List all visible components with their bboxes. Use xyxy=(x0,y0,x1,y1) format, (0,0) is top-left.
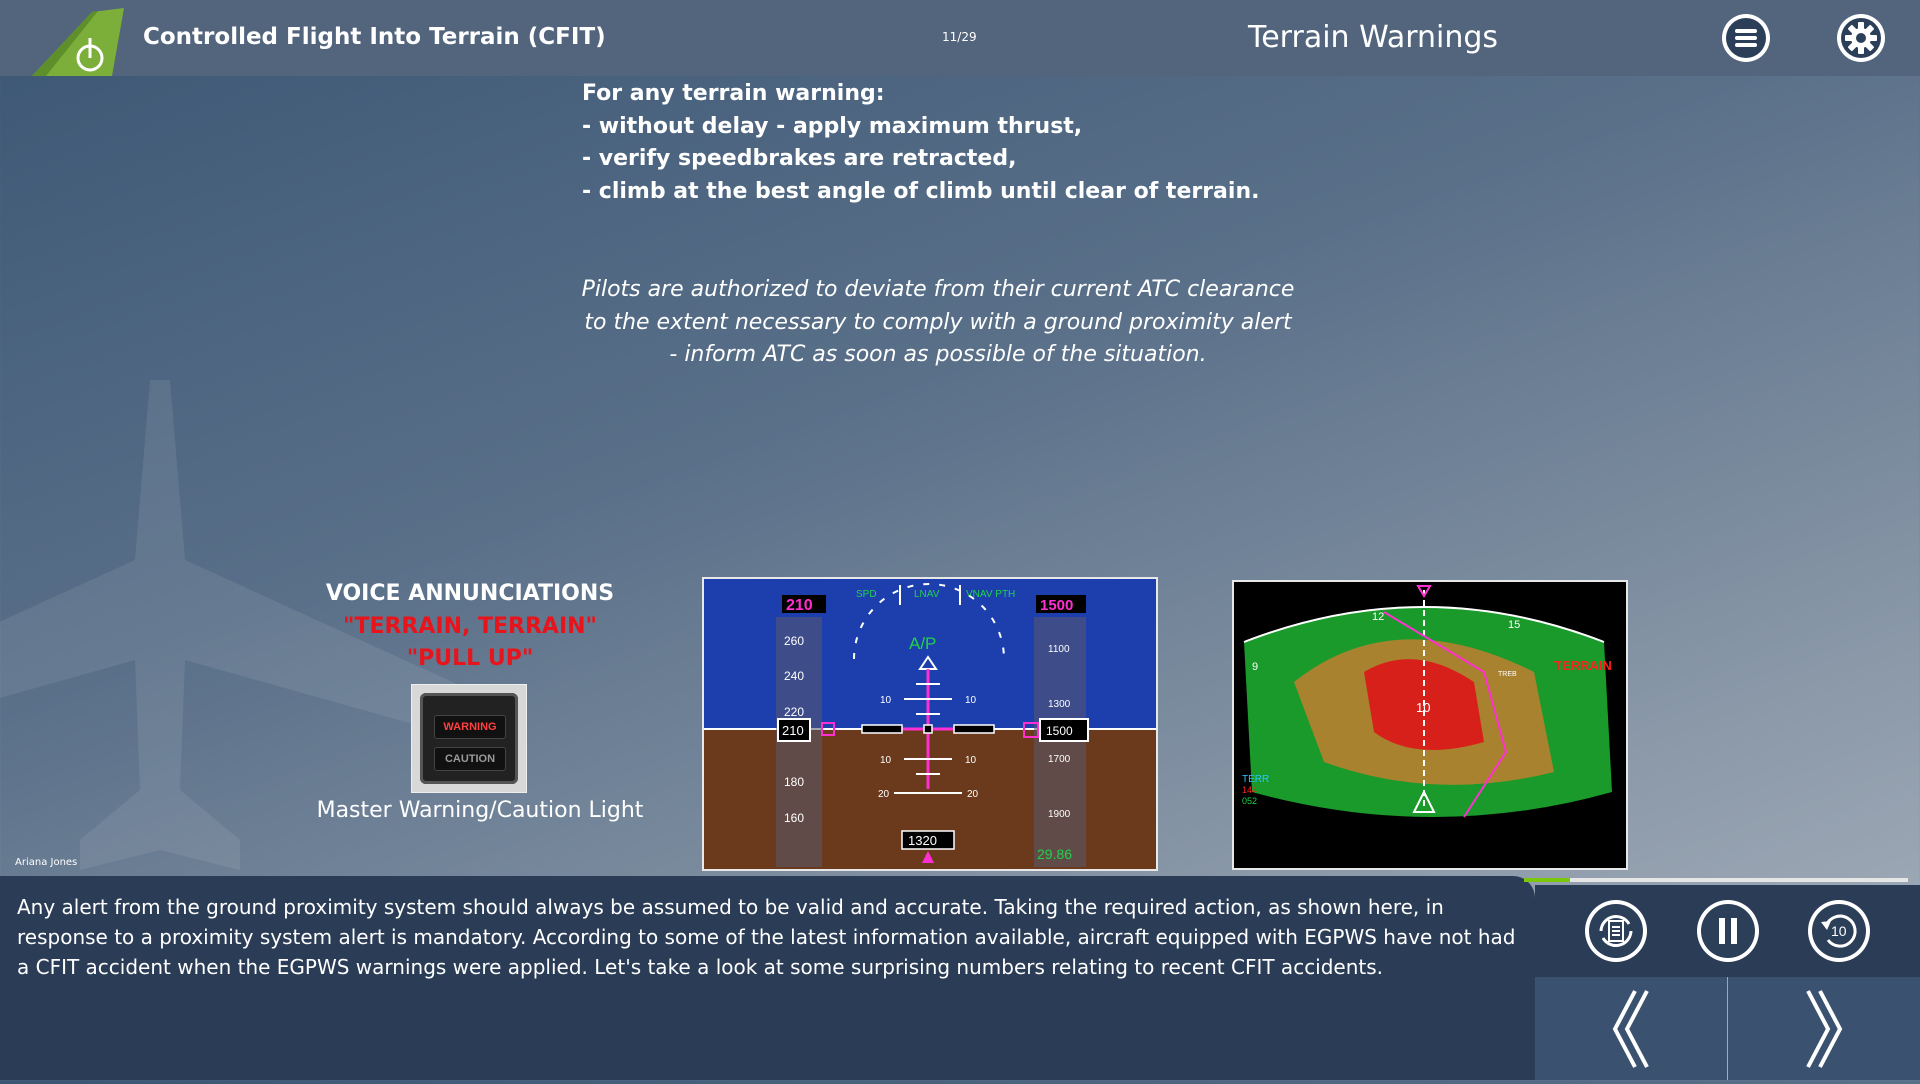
primary-flight-display-image: SPD LNAV VNAV PTH 210 260 240 220 180 16… xyxy=(702,577,1158,871)
pfd-speed-tick: 160 xyxy=(784,811,804,825)
chevron-right-icon xyxy=(1806,990,1843,1068)
pfd-pitch-tick: 10 xyxy=(965,695,977,706)
pfd-selected-speed: 210 xyxy=(786,597,813,614)
pfd-speed-tick: 260 xyxy=(784,634,804,648)
replay-10-icon: 10 xyxy=(1812,904,1866,958)
pfd-current-speed: 210 xyxy=(782,723,804,738)
pfd-current-altitude: 1500 xyxy=(1046,724,1073,738)
pfd-pitch-tick: 20 xyxy=(878,789,890,800)
nd-compass-tick: 15 xyxy=(1508,619,1520,631)
nd-terr-label: TERR xyxy=(1242,774,1269,785)
voice-annunciations-title: VOICE ANNUNCIATIONS xyxy=(325,581,615,606)
player-controls: 10 xyxy=(1535,885,1920,977)
note-line: to the extent necessary to comply with a… xyxy=(584,309,1292,335)
master-warning-caution-light-image: WARNING CAUTION xyxy=(411,684,527,793)
pfd-alt-tick: 1700 xyxy=(1048,754,1071,765)
course-title: Controlled Flight Into Terrain (CFIT) xyxy=(143,24,606,50)
pause-icon xyxy=(1701,904,1755,958)
pfd-alt-tick: 1300 xyxy=(1048,699,1071,710)
nd-compass-tick: 12 xyxy=(1372,611,1384,623)
settings-button[interactable] xyxy=(1837,14,1885,62)
pfd-baro-setting: 29.86 xyxy=(1037,846,1072,862)
note-line: - inform ATC as soon as possible of the … xyxy=(669,342,1207,367)
nd-fix-label: TREB xyxy=(1498,671,1517,678)
nd-compass-tick: 9 xyxy=(1252,661,1258,673)
voice-annunciation-pull-up: "PULL UP" xyxy=(406,646,534,671)
transcript-toggle-button[interactable] xyxy=(1585,900,1647,962)
pfd-speed-tick: 180 xyxy=(784,775,804,789)
pfd-mode-vnav: VNAV PTH xyxy=(966,589,1015,600)
replay-seconds-label: 10 xyxy=(1831,923,1847,939)
master-light-caption: Master Warning/Caution Light xyxy=(316,798,644,823)
transcript-icon xyxy=(1589,904,1643,958)
pfd-heading: 1320 xyxy=(908,833,937,848)
nd-terrain-alert: TERRAIN xyxy=(1554,658,1612,673)
procedure-step: - without delay - apply maximum thrust, xyxy=(582,113,1083,139)
voice-annunciations: VOICE ANNUNCIATIONS "TERRAIN, TERRAIN" "… xyxy=(300,578,640,676)
pfd-speed-tick: 220 xyxy=(784,705,804,719)
pfd-alt-tick: 1100 xyxy=(1048,644,1070,655)
pfd-mode-lnav: LNAV xyxy=(914,589,940,600)
pfd-pitch-tick: 10 xyxy=(965,755,977,766)
section-title: Terrain Warnings xyxy=(1248,20,1499,55)
pfd-mode-spd: SPD xyxy=(856,589,877,600)
nd-range-label: 10 xyxy=(1416,700,1430,715)
pfd-speed-tick: 240 xyxy=(784,669,804,683)
menu-icon xyxy=(1726,18,1766,58)
caution-lamp-label: CAUTION xyxy=(434,747,506,771)
pfd-pitch-tick: 20 xyxy=(967,789,979,800)
procedure-step: - climb at the best angle of climb until… xyxy=(582,178,1260,204)
pfd-autopilot-status: A/P xyxy=(909,634,936,653)
pfd-selected-altitude: 1500 xyxy=(1040,597,1073,614)
voice-annunciation-terrain: "TERRAIN, TERRAIN" xyxy=(342,613,598,639)
nd-terr-bottom-value: 052 xyxy=(1242,796,1257,806)
gear-icon xyxy=(1841,18,1881,58)
pfd-pitch-tick: 10 xyxy=(880,755,892,766)
pfd-alt-tick: 1900 xyxy=(1048,809,1071,820)
note-line: Pilots are authorized to deviate from th… xyxy=(581,277,1295,302)
background-airplane-watermark xyxy=(0,380,470,870)
warning-lamp-label: WARNING xyxy=(434,715,506,739)
previous-page-button[interactable] xyxy=(1535,977,1727,1080)
audio-progress-fill xyxy=(1524,878,1571,882)
pfd-pitch-tick: 10 xyxy=(880,695,892,706)
replay-10-button[interactable]: 10 xyxy=(1808,900,1870,962)
terrain-warning-procedure: For any terrain warning: - without delay… xyxy=(582,78,1259,208)
airline-tail-logo xyxy=(32,8,124,76)
page-counter: 11/29 xyxy=(942,30,977,44)
chevron-left-icon xyxy=(1612,990,1649,1068)
procedure-heading: For any terrain warning: xyxy=(582,81,885,106)
procedure-step: - verify speedbrakes are retracted, xyxy=(582,146,1017,171)
atc-deviation-note: Pilots are authorized to deviate from th… xyxy=(560,274,1316,372)
nd-terr-top-value: 144 xyxy=(1242,785,1257,795)
author-credit: Ariana Jones xyxy=(15,857,78,868)
menu-button[interactable] xyxy=(1722,14,1770,62)
next-page-button[interactable] xyxy=(1728,977,1920,1080)
narration-transcript-text: Any alert from the ground proximity syst… xyxy=(17,895,1516,979)
narration-transcript-panel: Any alert from the ground proximity syst… xyxy=(0,876,1535,1080)
navigation-display-terrain-image: 9 12 15 10 TREB TERRAIN TERR 144 052 xyxy=(1232,580,1628,870)
pause-button[interactable] xyxy=(1697,900,1759,962)
top-bar: Controlled Flight Into Terrain (CFIT) 11… xyxy=(0,0,1920,76)
audio-progress-bar[interactable] xyxy=(1524,878,1908,882)
